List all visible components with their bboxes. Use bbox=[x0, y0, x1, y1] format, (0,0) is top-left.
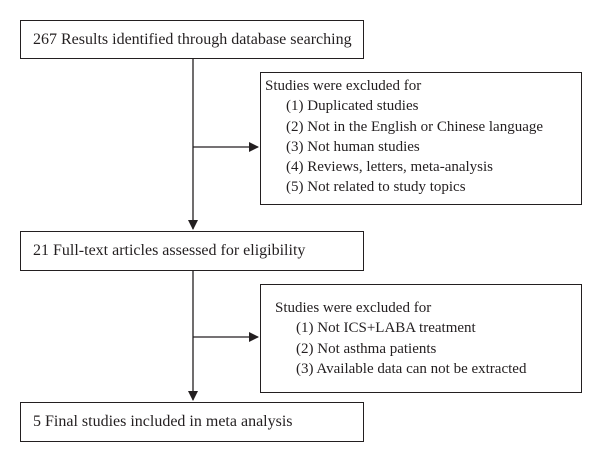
exclusion-item: (1) Duplicated studies bbox=[286, 98, 419, 115]
exclusion-box-2: Studies were excluded for (1) Not ICS+LA… bbox=[260, 284, 582, 393]
exclusion-box-1: Studies were excluded for (1) Duplicated… bbox=[260, 72, 582, 205]
eligibility-box: 21 Full-text articles assessed for eligi… bbox=[20, 231, 364, 271]
included-text: 5 Final studies included in meta analysi… bbox=[33, 413, 293, 430]
exclusion-heading: Studies were excluded for bbox=[265, 78, 422, 94]
identification-text: 267 Results identified through database … bbox=[33, 30, 352, 48]
exclusion-item: (2) Not asthma patients bbox=[296, 340, 437, 357]
exclusion-item: (2) Not in the English or Chinese langua… bbox=[286, 118, 544, 135]
exclusion-item: (1) Not ICS+LABA treatment bbox=[296, 320, 476, 337]
exclusion-item: (3) Available data can not be extracted bbox=[296, 360, 527, 377]
exclusion-item: (4) Reviews, letters, meta-analysis bbox=[286, 159, 494, 176]
included-box: 5 Final studies included in meta analysi… bbox=[20, 402, 364, 442]
eligibility-text: 21 Full-text articles assessed for eligi… bbox=[33, 242, 306, 259]
exclusion-item: (3) Not human studies bbox=[286, 138, 420, 155]
identification-box: 267 Results identified through database … bbox=[20, 20, 364, 59]
exclusion-heading: Studies were excluded for bbox=[275, 300, 432, 316]
exclusion-item: (5) Not related to study topics bbox=[286, 179, 466, 196]
